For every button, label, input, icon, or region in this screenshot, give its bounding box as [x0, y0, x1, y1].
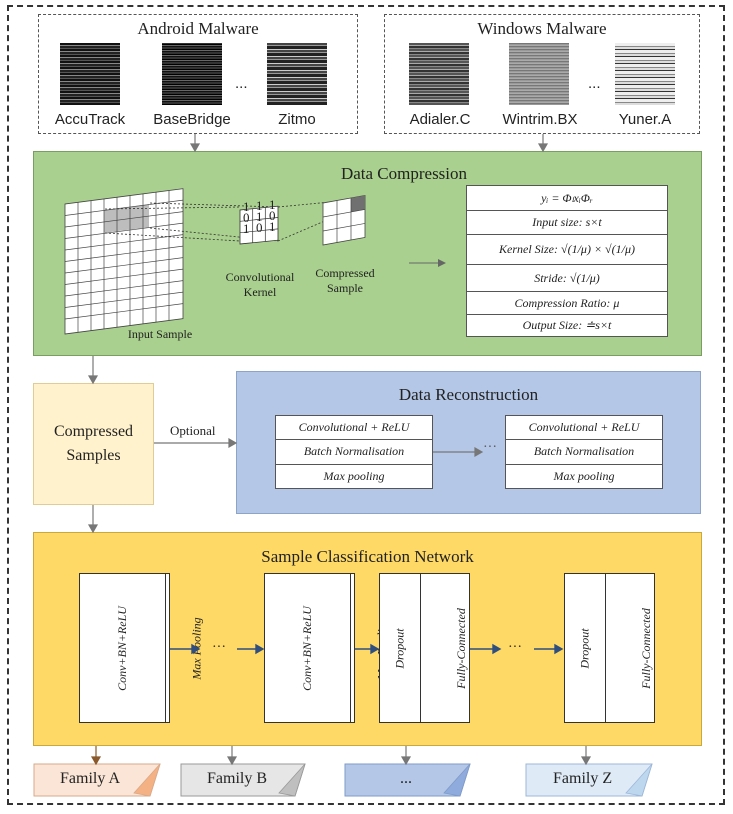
sample-label-adialer: Adialer.C: [409, 111, 471, 128]
classification-title: Sample Classification Network: [261, 547, 474, 566]
conv-block-1: Conv+BN+ReLU Max Pooling: [79, 573, 204, 723]
sample-label-wintrim: Wintrim.BX: [502, 111, 578, 128]
output-size-row: Output Size: ≐s×t: [467, 315, 667, 336]
windows-malware-panel: Windows Malware ... Adialer.C Wintrim.BX…: [384, 14, 700, 134]
compression-ratio-row: Compression Ratio: μ: [467, 292, 667, 315]
kernel-values: 1 1 1 0 1 0 1 0 1: [240, 197, 278, 236]
kernel-value: 0: [256, 220, 263, 235]
compression-ratio-text: Compression Ratio: μ: [514, 295, 620, 310]
kernel-value: 1: [243, 221, 250, 236]
windows-ellipsis: ...: [588, 75, 601, 92]
conv-bn-relu-text: Conv+BN+ReLU: [114, 605, 129, 691]
kernel-label-line1: Convolutional: [225, 270, 295, 284]
compressed-samples-box: Compressed Samples: [33, 383, 154, 505]
conv-bn-relu-text: Conv+BN+ReLU: [299, 605, 314, 691]
sample-label-yuner: Yuner.A: [618, 111, 672, 128]
android-ellipsis: ...: [235, 75, 248, 92]
recon-layer: Max pooling: [553, 468, 615, 483]
dropout-layer: Dropout: [565, 574, 605, 722]
recon-layer: Max pooling: [323, 468, 385, 483]
fully-connected-text: Fully-Connected: [639, 607, 654, 689]
sample-label-accutrack: AccuTrack: [54, 111, 126, 128]
compressed-label-line1: Compressed: [315, 266, 375, 280]
compressed-label-line2: Sample: [327, 281, 363, 295]
stride-expr: √(1/μ): [569, 270, 600, 285]
fc-block-1: Dropout Fully-Connected: [379, 573, 470, 723]
input-sample-grid: [64, 188, 184, 335]
accutrack-image: [60, 43, 120, 105]
family-a-label: Family A: [60, 770, 121, 787]
compression-params-table: yᵢ = ΦₗxᵢΦᵣ Input size: s×t Kernel Size:…: [466, 185, 668, 337]
family-z-label: Family Z: [553, 770, 613, 787]
kernel-value: 1: [256, 198, 263, 213]
recon-layer: Batch Normalisation: [276, 440, 432, 465]
yuner-image: [615, 43, 675, 105]
reconstruction-block-1: Convolutional + ReLU Batch Normalisation…: [275, 415, 433, 489]
fully-connected-layer: Fully-Connected: [605, 574, 687, 722]
compressed-samples-line1: Compressed: [53, 423, 134, 440]
max-pooling-layer: Max Pooling: [164, 574, 228, 722]
recon-layer: Convolutional + ReLU: [506, 416, 662, 441]
fully-connected-layer: Fully-Connected: [420, 574, 502, 722]
wintrim-image: [509, 43, 569, 105]
kernel-label-line2: Kernel: [243, 285, 277, 299]
network-ellipsis-1: ···: [212, 640, 226, 655]
data-compression-title: Data Compression: [340, 164, 468, 183]
kernel-size-prefix: Kernel Size:: [499, 242, 559, 256]
convolutional-kernel-label: Convolutional Kernel: [210, 270, 310, 300]
kernel-value: 1: [256, 209, 263, 224]
kernel-grid: [239, 205, 279, 245]
reconstruction-block-2: Convolutional + ReLU Batch Normalisation…: [505, 415, 663, 489]
kernel-value: 0: [269, 208, 276, 223]
formula-row: yᵢ = ΦₗxᵢΦᵣ: [467, 186, 667, 211]
max-pooling-text: Max Pooling: [189, 616, 204, 680]
compressed-sample-grid: [322, 194, 366, 246]
kernel-value: 1: [269, 219, 276, 234]
dropout-text: Dropout: [577, 627, 592, 669]
input-size-row: Input size: s×t: [467, 211, 667, 235]
outer-frame: [7, 5, 725, 805]
data-reconstruction-title: Data Reconstruction: [398, 385, 539, 404]
stride-row: Stride: √(1/μ): [467, 265, 667, 292]
kernel-size-row: Kernel Size: √(1/μ) × √(1/μ): [467, 235, 667, 265]
kernel-value: 1: [243, 199, 250, 214]
output-size-text: Output Size: ≐s×t: [522, 318, 612, 332]
recon-layer: Convolutional + ReLU: [276, 416, 432, 441]
kernel-size-expr: √(1/μ) × √(1/μ): [561, 242, 635, 256]
stride-prefix: Stride:: [534, 270, 567, 285]
optional-label: Optional: [170, 423, 216, 438]
conv-bn-relu-layer: Conv+BN+ReLU: [80, 574, 165, 722]
compression-diagram: [64, 188, 446, 335]
recon-layer: Batch Normalisation: [506, 440, 662, 465]
android-malware-panel: Android Malware ... AccuTrack BaseBridge…: [38, 14, 358, 134]
adialer-image: [409, 43, 469, 105]
reconstruction-ellipsis: ···: [483, 440, 497, 455]
android-malware-title: Android Malware: [137, 19, 259, 38]
kernel-value: 0: [243, 210, 250, 225]
sample-label-zitmo: Zitmo: [278, 111, 316, 128]
input-sample-label: Input Sample: [127, 327, 193, 341]
windows-malware-title: Windows Malware: [477, 19, 607, 38]
fc-block-2: Dropout Fully-Connected: [564, 573, 655, 723]
compressed-sample-label: Compressed Sample: [300, 266, 390, 296]
family-dots-label: ...: [400, 770, 412, 787]
conv-bn-relu-layer: Conv+BN+ReLU: [265, 574, 350, 722]
basebridge-image: [162, 43, 222, 105]
max-pooling-layer: Max Pooling: [349, 574, 413, 722]
dropout-text: Dropout: [392, 627, 407, 669]
sample-label-basebridge: BaseBridge: [153, 111, 231, 128]
zitmo-image: [267, 43, 327, 105]
network-ellipsis-2: ···: [508, 640, 522, 655]
formula-text: yᵢ = ΦₗxᵢΦᵣ: [541, 190, 593, 205]
fully-connected-text: Fully-Connected: [454, 607, 469, 689]
conv-block-2: Conv+BN+ReLU Max Pooling: [264, 573, 389, 723]
dropout-layer: Dropout: [380, 574, 420, 722]
family-b-label: Family B: [207, 770, 268, 787]
kernel-value: 1: [269, 197, 276, 212]
family-tags: [33, 763, 653, 797]
compressed-samples-line2: Samples: [66, 447, 121, 464]
input-size-text: Input size: s×t: [532, 215, 602, 229]
